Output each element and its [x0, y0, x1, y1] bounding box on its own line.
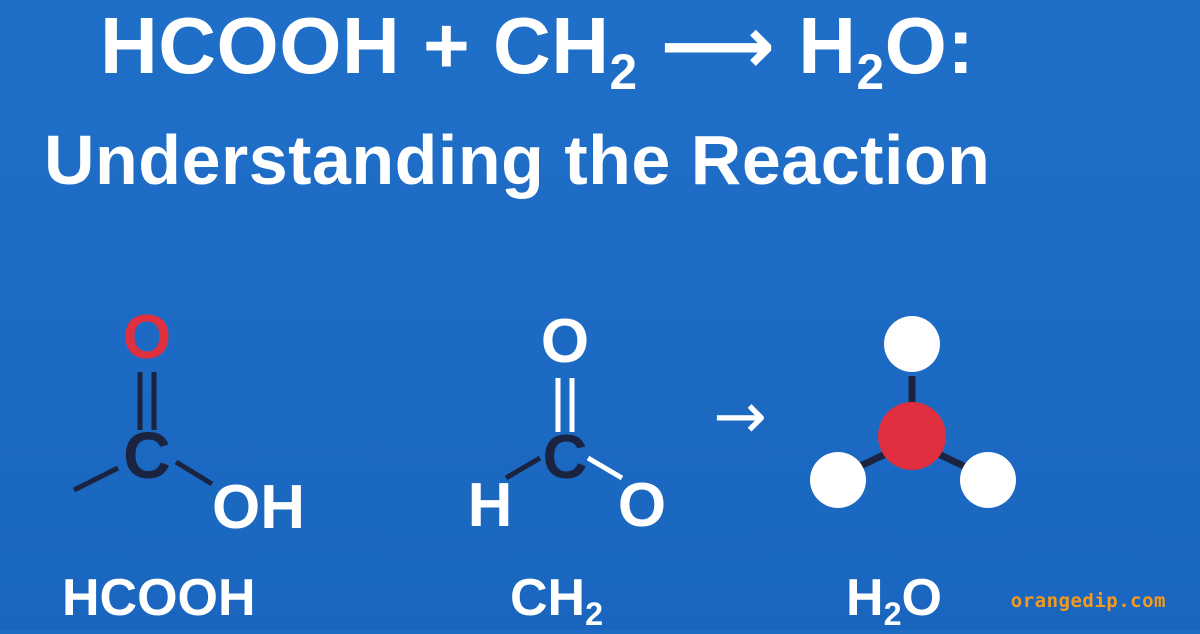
h2o-label-main: H	[846, 569, 884, 627]
title-reactants: HCOOH + CH	[100, 1, 610, 90]
title-product-h: H	[798, 1, 857, 90]
title-equation: HCOOH + CH2 ⟶ H2O:	[100, 0, 974, 102]
title-arrow: ⟶	[637, 1, 799, 90]
reaction-arrow-icon: →	[713, 380, 767, 454]
hcooh-label: HCOOH	[62, 569, 256, 627]
ch2-hydrogen-atom: H	[468, 471, 513, 540]
hcooh-hydroxyl-group: OH	[212, 473, 305, 542]
h2o-structure	[810, 316, 1016, 508]
ch2-oxygen-atom-top: O	[541, 307, 589, 376]
ch2-right-bond	[586, 455, 624, 481]
watermark-site-name: orangedip.com	[1010, 590, 1166, 612]
hcooh-oxygen-atom: O	[123, 303, 171, 372]
h2o-hydrogen-atom-top	[884, 316, 940, 372]
hcooh-structure: O C OH	[72, 303, 305, 542]
ch2-oxygen-atom-right: O	[618, 471, 666, 540]
ch2-carbon-atom: C	[543, 423, 588, 492]
ch2-left-bond	[504, 455, 542, 481]
title-product-tail: O:	[884, 1, 975, 90]
h2o-oxygen-atom	[878, 402, 946, 470]
title-subtitle: Understanding the Reaction	[44, 121, 991, 199]
hcooh-carbon-atom: C	[123, 418, 171, 492]
h2o-label-subscript: 2	[883, 596, 902, 633]
h2o-hydrogen-atom-left	[810, 452, 866, 508]
hcooh-left-bond	[72, 465, 120, 493]
ch2-label-main: CH	[510, 569, 586, 627]
ch2-label-subscript: 2	[585, 596, 604, 633]
title-subscript-h2o: 2	[856, 43, 885, 100]
ch2-structure: O C H O	[468, 307, 667, 540]
title-subscript-ch2: 2	[609, 43, 638, 100]
h2o-label: H2O	[846, 568, 942, 634]
ch2-label: CH2	[510, 568, 603, 634]
h2o-label-tail: O	[901, 569, 942, 627]
h2o-hydrogen-atom-right	[960, 452, 1016, 508]
hcooh-right-bond	[174, 459, 214, 487]
